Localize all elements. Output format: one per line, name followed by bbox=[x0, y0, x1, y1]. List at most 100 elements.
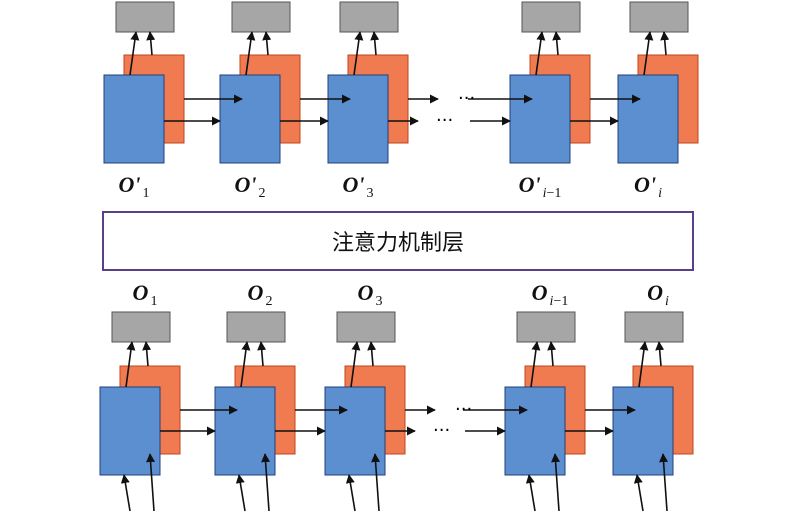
output-arrow-forward bbox=[638, 341, 649, 388]
label-base: O bbox=[133, 280, 149, 305]
output-block bbox=[516, 311, 576, 343]
output-block bbox=[521, 1, 581, 33]
forward-lstm-block bbox=[509, 74, 571, 164]
label-subscript: 3 bbox=[375, 294, 382, 309]
label-base: O bbox=[532, 280, 548, 305]
label-base: O bbox=[358, 280, 374, 305]
lstm-cell-1: O'1 bbox=[103, 1, 185, 201]
input-arrow-backward bbox=[261, 453, 271, 512]
lstm-cell-3: O'3 bbox=[327, 1, 409, 201]
output-block bbox=[231, 1, 291, 33]
output-label: O'1 bbox=[118, 172, 149, 201]
lstm-cell-4: O'i−1 bbox=[509, 1, 591, 201]
ellipsis: ··· bbox=[433, 420, 450, 441]
output-label: O'3 bbox=[342, 172, 373, 201]
output-arrow-forward bbox=[240, 341, 251, 388]
label-subscript: −1 bbox=[547, 186, 562, 201]
output-block bbox=[111, 311, 171, 343]
label-base: O bbox=[234, 172, 250, 197]
label-subscript: 2 bbox=[259, 186, 266, 201]
output-block bbox=[115, 1, 175, 33]
label-subscript-index: i bbox=[665, 294, 669, 309]
forward-lstm-block bbox=[327, 74, 389, 164]
input-arrow-backward bbox=[146, 453, 156, 512]
output-block bbox=[624, 311, 684, 343]
output-block bbox=[336, 311, 396, 343]
ellipsis: ··· bbox=[455, 399, 472, 420]
output-arrow-backward bbox=[660, 31, 670, 56]
label-subscript: 1 bbox=[143, 186, 150, 201]
ellipsis: ··· bbox=[436, 110, 453, 131]
output-arrow-backward bbox=[367, 341, 377, 367]
forward-lstm-block bbox=[617, 74, 679, 164]
output-arrow-forward bbox=[530, 341, 541, 388]
output-arrow-forward bbox=[129, 31, 140, 76]
label-subscript-index: i bbox=[658, 186, 662, 201]
attention-layer-box bbox=[102, 211, 694, 271]
label-subscript-index: i bbox=[543, 186, 547, 201]
output-arrow-backward bbox=[262, 31, 272, 56]
output-block bbox=[226, 311, 286, 343]
attention-layer: 注意力机制层 bbox=[102, 211, 694, 271]
label-base: O bbox=[342, 172, 358, 197]
output-arrow-backward bbox=[146, 31, 156, 56]
label-prime: ' bbox=[134, 172, 140, 197]
label-base: O bbox=[248, 280, 264, 305]
label-subscript: 1 bbox=[150, 294, 157, 309]
label-subscript: 3 bbox=[367, 186, 374, 201]
ellipsis: ··· bbox=[458, 88, 475, 109]
forward-lstm-block bbox=[103, 74, 165, 164]
output-label: O'i−1 bbox=[519, 172, 562, 201]
output-arrow-forward bbox=[350, 341, 361, 388]
label-prime: ' bbox=[534, 172, 540, 197]
output-label: O'i bbox=[634, 172, 662, 201]
input-arrow-forward bbox=[235, 474, 246, 512]
label-prime: ' bbox=[358, 172, 364, 197]
input-arrow-forward bbox=[120, 474, 131, 512]
label-base: O bbox=[118, 172, 134, 197]
label-base: O bbox=[647, 280, 663, 305]
input-arrow-forward bbox=[633, 474, 644, 512]
input-arrow-backward bbox=[371, 453, 381, 512]
recurrent-connections: ··· ··· bbox=[164, 88, 641, 131]
recurrent-connections: ··· ··· bbox=[160, 399, 636, 441]
label-subscript: 2 bbox=[265, 294, 272, 309]
output-arrow-forward bbox=[535, 31, 546, 76]
output-block bbox=[339, 1, 399, 33]
output-label: O'2 bbox=[234, 172, 265, 201]
lstm-cell-2: O'2 bbox=[219, 1, 301, 201]
output-block bbox=[629, 1, 689, 33]
input-arrow-backward bbox=[659, 453, 669, 512]
output-arrow-backward bbox=[547, 341, 557, 367]
output-arrow-forward bbox=[245, 31, 256, 76]
output-arrow-backward bbox=[655, 341, 665, 367]
output-arrow-forward bbox=[643, 31, 654, 76]
forward-lstm-block bbox=[219, 74, 281, 164]
label-prime: ' bbox=[250, 172, 256, 197]
label-base: O bbox=[519, 172, 535, 197]
output-arrow-backward bbox=[142, 341, 152, 367]
label-subscript: −1 bbox=[553, 294, 568, 309]
label-prime: ' bbox=[650, 172, 656, 197]
attention-layer-label: 注意力机制层 bbox=[332, 231, 464, 256]
output-arrow-forward bbox=[353, 31, 364, 76]
input-arrow-forward bbox=[345, 474, 356, 512]
lstm-cell-5: O'i bbox=[617, 1, 699, 201]
output-arrow-backward bbox=[257, 341, 267, 367]
input-arrow-forward bbox=[525, 474, 536, 512]
output-arrow-backward bbox=[370, 31, 380, 56]
label-subscript-index: i bbox=[550, 294, 554, 309]
